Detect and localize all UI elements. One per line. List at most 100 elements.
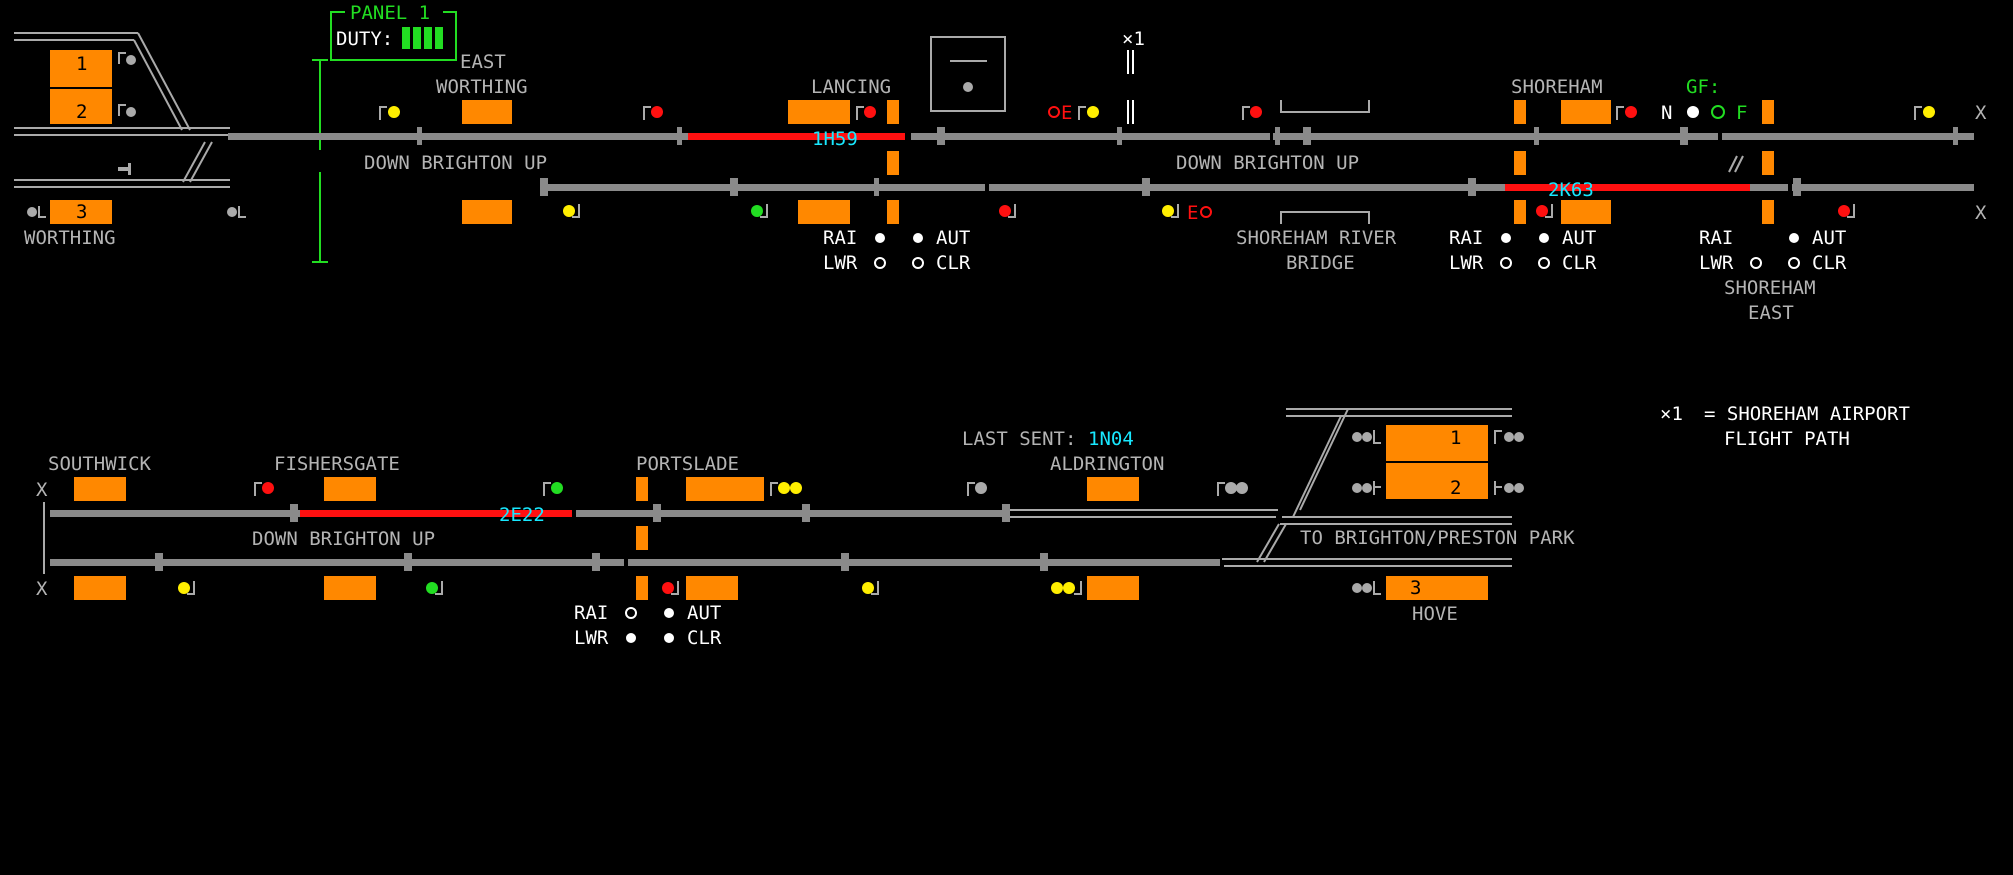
signal-red-icon: [262, 482, 274, 494]
signal-red-icon: [1838, 205, 1850, 217]
gf-normal-label: N: [1661, 102, 1672, 124]
signal-red-icon: [662, 582, 674, 594]
hove-signals[interactable]: [1352, 430, 1524, 595]
crossing-clr-label: CLR: [687, 627, 722, 649]
bridge-bracket-bottom: [1280, 211, 1370, 224]
top-up-line: [228, 127, 1974, 145]
exit-marker-x: X: [1975, 202, 1987, 224]
footnote-line1: = SHOREHAM AIRPORT: [1704, 403, 1910, 425]
station-aldrington: ALDRINGTON: [1050, 453, 1164, 475]
e-marker-right: E: [1187, 202, 1198, 224]
crossover-mark: [1728, 155, 1744, 173]
crossing-lancing[interactable]: RAI AUT LWR CLR: [823, 227, 971, 274]
direction-label-top-left: DOWN BRIGHTON UP: [364, 152, 547, 174]
platform-number-2: 2: [76, 101, 87, 123]
signal-yellow-icon: [178, 582, 190, 594]
hove-platform-number-2: 2: [1450, 477, 1461, 499]
duty-label: DUTY:: [336, 28, 393, 50]
signal-red-icon: [864, 106, 876, 118]
hove-platform-number-1: 1: [1450, 427, 1461, 449]
last-sent-label: LAST SENT:: [962, 428, 1076, 450]
ground-frame-indicator[interactable]: GF: N F: [1661, 76, 1747, 124]
occupied-section-1h59[interactable]: [688, 133, 910, 140]
footnote-marker: ×1: [1660, 403, 1683, 425]
direction-label-bottom: DOWN BRIGHTON UP: [252, 528, 435, 550]
e-marker-circle-icon: [1200, 206, 1212, 218]
station-southwick: SOUTHWICK: [48, 453, 152, 475]
panel-title: PANEL 1: [350, 2, 430, 24]
signal-grey-icon[interactable]: [27, 52, 246, 218]
platform-number-1: 1: [76, 53, 87, 75]
duty-indicator-bars: [402, 27, 443, 49]
hove-junction: 1 2 3 HOVE: [1010, 408, 1524, 625]
signal-red-icon: [1536, 205, 1548, 217]
crossing-shoreham[interactable]: RAI AUT LWR CLR: [1449, 227, 1597, 274]
station-lancing: LANCING: [811, 76, 891, 98]
station-shoreham-river-bridge-line2: BRIDGE: [1286, 252, 1355, 274]
crossing-clr-label: CLR: [936, 252, 971, 274]
signal-yellow-icon: [563, 205, 575, 217]
worthing-area: 1 2 3 WORTHING: [14, 32, 246, 249]
signal-red-icon: [999, 205, 1011, 217]
crossing-rai-label: RAI: [1449, 227, 1483, 249]
station-worthing: WORTHING: [24, 227, 116, 249]
hove-platform-number-3: 3: [1410, 577, 1421, 599]
platform-number-3: 3: [76, 201, 87, 223]
direction-label-top-right: DOWN BRIGHTON UP: [1176, 152, 1359, 174]
crossing-aut-label: AUT: [1562, 227, 1596, 249]
exit-marker-x: X: [36, 479, 48, 501]
station-east-worthing-line1: EAST: [460, 51, 506, 73]
station-shoreham-east-line1: SHOREHAM: [1724, 277, 1816, 299]
panel-duty-box[interactable]: PANEL 1 DUTY:: [312, 2, 457, 263]
crossing-lwr-label: LWR: [1449, 252, 1484, 274]
station-portslade: PORTSLADE: [636, 453, 739, 475]
control-box[interactable]: [930, 36, 1006, 112]
station-shoreham: SHOREHAM: [1511, 76, 1603, 98]
signal-yellow-icon: [388, 106, 400, 118]
signal-yellow-icon: [790, 482, 802, 494]
bottom-up-line: [50, 504, 1010, 522]
top-down-line: [540, 178, 1974, 196]
crossing-aut-label: AUT: [1812, 227, 1846, 249]
bottom-signals[interactable]: [178, 482, 1248, 595]
top-signals[interactable]: [379, 106, 1935, 218]
station-shoreham-east-line2: EAST: [1748, 302, 1794, 324]
signal-green-icon: [426, 582, 438, 594]
signal-red-icon: [1625, 106, 1637, 118]
station-east-worthing-line2: WORTHING: [436, 76, 528, 98]
train-description-2e22[interactable]: 2E22: [499, 504, 545, 526]
exit-marker-x: X: [1975, 102, 1987, 124]
signal-yellow-icon: [1162, 205, 1174, 217]
crossing-lwr-label: LWR: [1699, 252, 1734, 274]
crossing-lwr-label: LWR: [574, 627, 609, 649]
crossing-portslade[interactable]: RAI AUT LWR CLR: [574, 602, 722, 649]
station-fishersgate: FISHERSGATE: [274, 453, 400, 475]
signal-yellow-icon: [778, 482, 790, 494]
last-sent-value: 1N04: [1088, 428, 1134, 450]
bridge-bracket-top: [1280, 100, 1370, 113]
worthing-platform-3: [50, 200, 112, 224]
occupied-section-2k63[interactable]: [1505, 184, 1750, 191]
gf-free-label: F: [1736, 102, 1747, 124]
crossing-rai-label: RAI: [1699, 227, 1733, 249]
signal-yellow-icon: [1923, 106, 1935, 118]
crossing-rai-label: RAI: [574, 602, 608, 624]
signal-red-icon: [1250, 106, 1262, 118]
signal-green-icon: [751, 205, 763, 217]
train-description-1h59[interactable]: 1H59: [812, 128, 858, 150]
exit-marker-x: X: [36, 578, 48, 600]
crossing-shoreham-east[interactable]: RAI AUT LWR CLR: [1699, 227, 1847, 274]
signal-yellow-icon: [1063, 582, 1075, 594]
train-description-2k63[interactable]: 2K63: [1548, 179, 1594, 201]
gf-label: GF:: [1686, 76, 1720, 98]
signal-red-icon: [651, 106, 663, 118]
crossing-aut-label: AUT: [936, 227, 970, 249]
flight-path-marker: [1127, 50, 1134, 124]
crossing-clr-label: CLR: [1812, 252, 1847, 274]
occupied-section-2e22[interactable]: [300, 510, 572, 517]
direction-label-to-brighton: TO BRIGHTON/PRESTON PARK: [1300, 527, 1575, 549]
signal-yellow-icon: [862, 582, 874, 594]
signal-green-icon: [551, 482, 563, 494]
bottom-down-line: [50, 553, 1220, 571]
